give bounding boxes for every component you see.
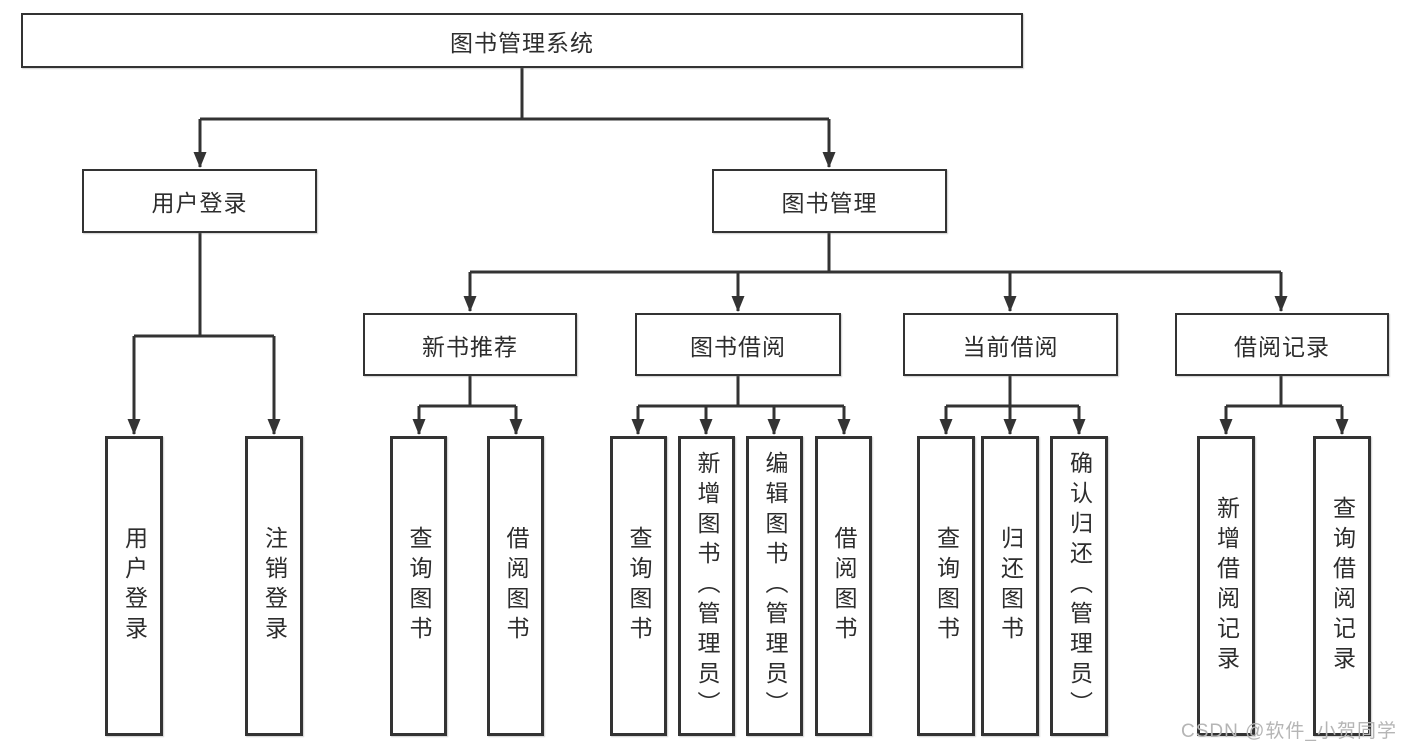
leaf-label: 查询图书 <box>626 526 652 646</box>
leaf-logout: 注销登录 <box>245 436 303 736</box>
leaf-label: 归还图书 <box>997 526 1024 646</box>
leaf-label: 查询图书 <box>933 526 960 646</box>
leaf-query-books: 查询图书 <box>390 436 447 736</box>
leaf-label: 新增图书（管理员） <box>694 451 720 721</box>
node-borrowing-records: 借阅记录 <box>1175 313 1389 376</box>
leaf-borrow-books: 借阅图书 <box>487 436 544 736</box>
leaf-label: 借阅图书 <box>503 526 529 646</box>
leaf-query-books: 查询图书 <box>917 436 975 736</box>
leaf-confirm-return-admin: 确认归还（管理员） <box>1050 436 1108 736</box>
node-book-borrowing: 图书借阅 <box>635 313 841 376</box>
leaf-label: 查询图书 <box>406 526 432 646</box>
leaf-label: 查询借阅记录 <box>1329 496 1356 676</box>
leaf-add-books-admin: 新增图书（管理员） <box>678 436 735 736</box>
leaf-label: 编辑图书（管理员） <box>762 451 788 721</box>
leaf-query-books: 查询图书 <box>610 436 667 736</box>
node-library-management-system: 图书管理系统 <box>21 13 1023 68</box>
leaf-return-books: 归还图书 <box>981 436 1039 736</box>
leaf-label: 借阅图书 <box>831 526 857 646</box>
node-current-borrowing: 当前借阅 <box>903 313 1118 376</box>
node-new-book-recommendation: 新书推荐 <box>363 313 577 376</box>
leaf-query-borrow-record: 查询借阅记录 <box>1313 436 1371 736</box>
leaf-label: 注销登录 <box>261 526 288 646</box>
leaf-label: 确认归还（管理员） <box>1066 451 1093 721</box>
leaf-add-borrow-record: 新增借阅记录 <box>1197 436 1255 736</box>
node-book-management: 图书管理 <box>712 169 947 233</box>
leaf-label: 新增借阅记录 <box>1213 496 1240 676</box>
leaf-borrow-books: 借阅图书 <box>815 436 872 736</box>
leaf-edit-books-admin: 编辑图书（管理员） <box>746 436 803 736</box>
watermark: CSDN @软件_小贺同学 <box>1181 721 1397 742</box>
leaf-label: 用户登录 <box>121 526 148 646</box>
node-user-login: 用户登录 <box>82 169 317 233</box>
leaf-user-login: 用户登录 <box>105 436 163 736</box>
